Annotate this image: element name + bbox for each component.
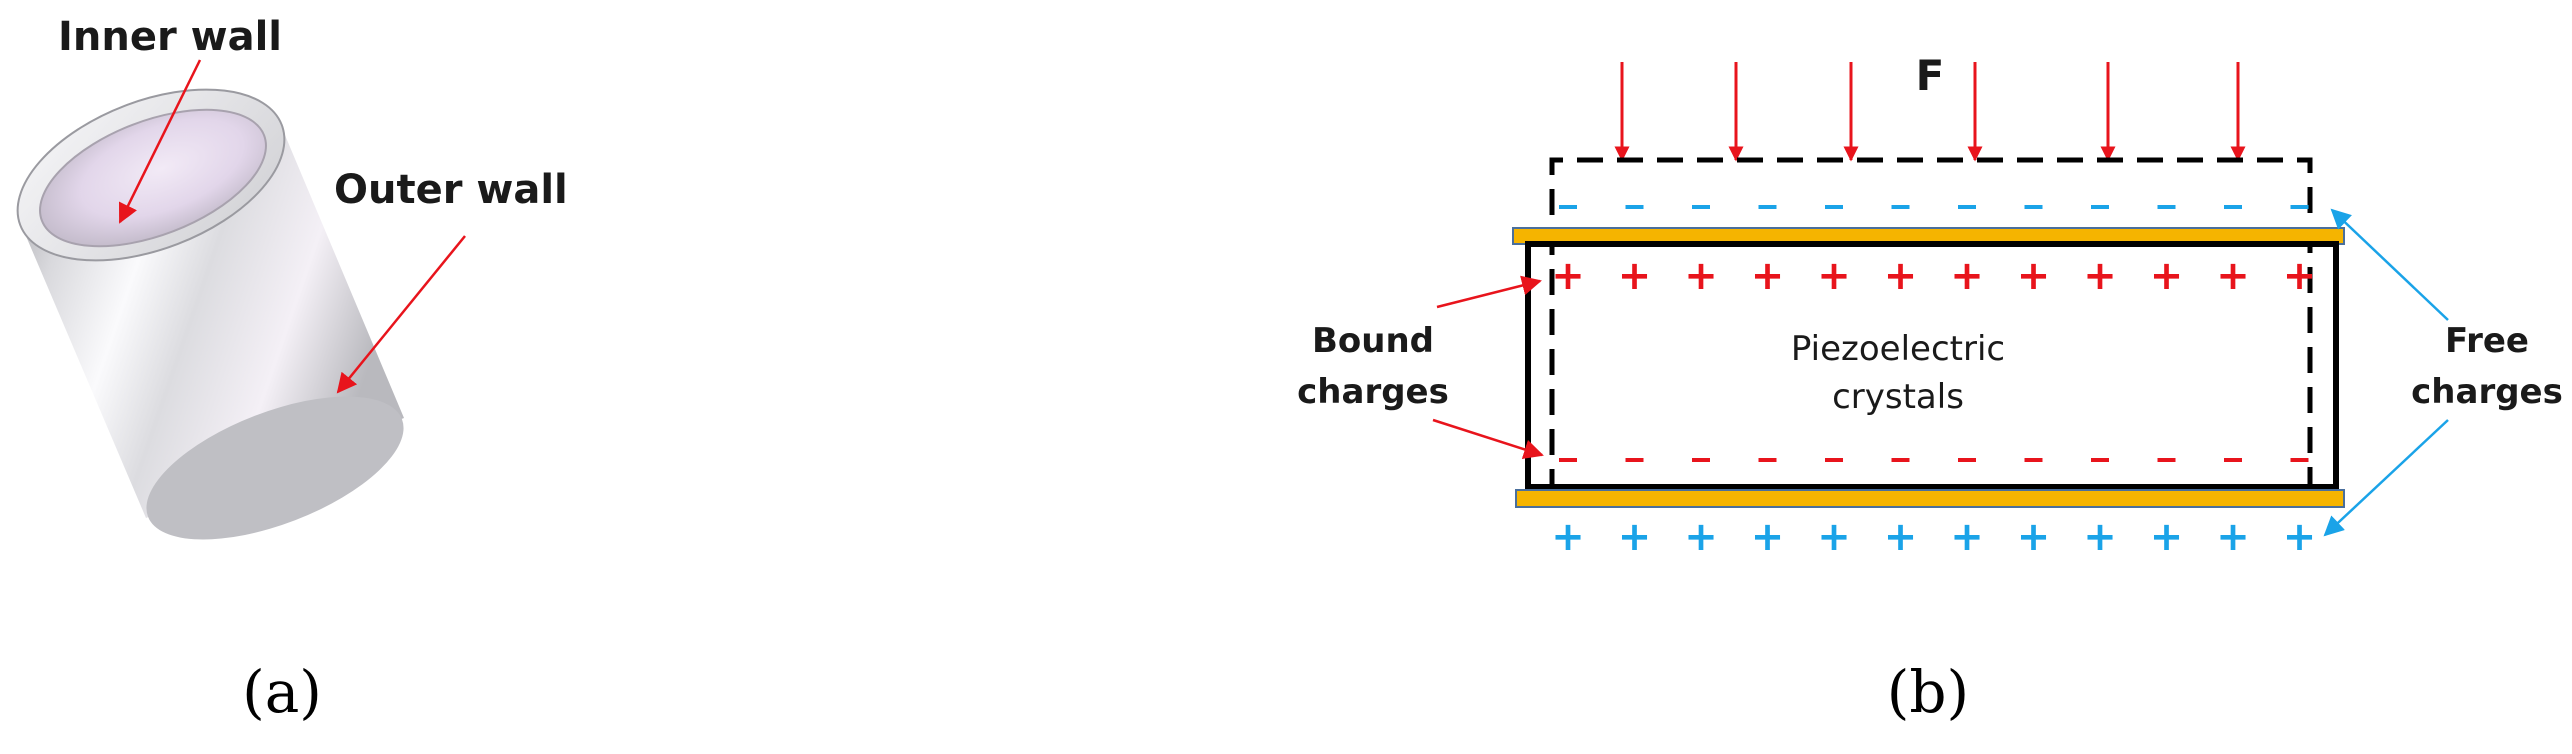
free-charges-bottom-row: + + + + + + + + + + + + — [1551, 514, 2316, 560]
free-charges-label-line2: charges — [2411, 372, 2563, 412]
free-charges-arrow-lower — [2323, 419, 2449, 537]
bound-positive-charge-1: + — [1551, 253, 1585, 299]
caption-a: (a) — [242, 658, 322, 726]
free-charges-label-line1: Free — [2445, 321, 2529, 361]
free-positive-charge-3: + — [1684, 514, 1718, 560]
free-positive-charge-6: + — [1884, 514, 1918, 560]
inner-wall-label: Inner wall — [58, 14, 282, 60]
bound-charges-label-line2: charges — [1297, 372, 1449, 412]
free-charges-arrow-upper — [2330, 208, 2449, 321]
bound-positive-charge-9: + — [2083, 253, 2117, 299]
outer-wall-arrow — [336, 235, 466, 394]
bound-positive-charge-5: + — [1817, 253, 1851, 299]
outer-wall-label: Outer wall — [334, 167, 568, 213]
crystal-label-line1: Piezoelectric — [1791, 329, 2005, 369]
bound-charges-arrow-upper — [1436, 275, 1542, 309]
free-positive-charge-12: + — [2283, 514, 2317, 560]
deformed-crystal-outline — [1549, 157, 2313, 495]
bound-positive-charge-4: + — [1751, 253, 1785, 299]
tube-inner-surface — [39, 108, 267, 248]
crystal-body — [1525, 241, 2339, 490]
bound-positive-charge-3: + — [1684, 253, 1718, 299]
free-positive-charge-8: + — [2017, 514, 2051, 560]
free-positive-charge-1: + — [1551, 514, 1585, 560]
free-positive-charge-10: + — [2150, 514, 2184, 560]
bound-positive-charge-11: + — [2216, 253, 2250, 299]
panel-a-tube: Inner wall Outer wall (a) — [16, 14, 568, 726]
bound-positive-charge-7: + — [1950, 253, 1984, 299]
caption-b: (b) — [1887, 658, 1969, 726]
tube-image — [16, 88, 404, 540]
free-positive-charge-7: + — [1950, 514, 1984, 560]
bound-charges-arrow-lower — [1432, 418, 1544, 460]
panel-b-piezoelectric: F + + + + + + + + + + + + + + + + + + + + + + + + Piezoelectri… — [1297, 51, 2563, 726]
bound-charges-positive-row: + + + + + + + + + + + + — [1551, 253, 2316, 299]
force-label: F — [1916, 51, 1945, 100]
free-positive-charge-11: + — [2216, 514, 2250, 560]
free-positive-charge-5: + — [1817, 514, 1851, 560]
free-positive-charge-9: + — [2083, 514, 2117, 560]
bound-positive-charge-12: + — [2283, 253, 2317, 299]
inner-wall-arrow — [118, 59, 202, 224]
bound-positive-charge-8: + — [2017, 253, 2051, 299]
lower-electrode — [1515, 489, 2345, 508]
crystal-label-line2: crystals — [1832, 377, 1964, 417]
tube-bottom-end — [146, 396, 404, 540]
bound-positive-charge-6: + — [1884, 253, 1918, 299]
bound-charges-label-line1: Bound — [1312, 321, 1434, 361]
free-positive-charge-4: + — [1751, 514, 1785, 560]
bound-positive-charge-10: + — [2150, 253, 2184, 299]
bound-positive-charge-2: + — [1618, 253, 1652, 299]
force-arrows — [1614, 62, 2246, 162]
free-positive-charge-2: + — [1618, 514, 1652, 560]
